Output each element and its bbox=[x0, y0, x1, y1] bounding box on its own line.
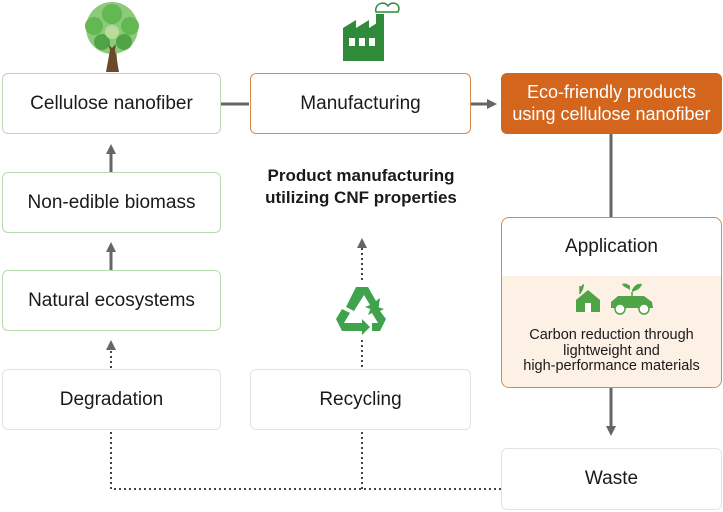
eco-products-label-line2: using cellulose nanofiber bbox=[512, 103, 711, 124]
non-edible-biomass-node: Non-edible biomass bbox=[2, 172, 221, 233]
tree-icon bbox=[85, 2, 139, 72]
eco-car-icon bbox=[611, 283, 653, 315]
loop-waste-degradation bbox=[110, 431, 501, 490]
eco-products-label-line1: Eco-friendly products bbox=[526, 81, 697, 102]
product-caption-line1: Product manufacturing bbox=[267, 166, 455, 185]
application-caption-line1: Carbon reduction through bbox=[529, 327, 694, 343]
eco-house-icon bbox=[576, 284, 600, 312]
degradation-node: Degradation bbox=[2, 369, 221, 430]
manufacturing-label: Manufacturing bbox=[300, 92, 421, 114]
application-caption-line3: high-performance materials bbox=[523, 358, 700, 375]
degradation-label: Degradation bbox=[59, 388, 164, 410]
natural-ecosystems-node: Natural ecosystems bbox=[2, 270, 221, 331]
non-edible-biomass-label: Non-edible biomass bbox=[27, 191, 196, 213]
factory-icon bbox=[343, 2, 400, 61]
cellulose-nanofiber-node: Cellulose nanofiber bbox=[2, 73, 221, 134]
application-node: Application Carbon reduction through lig… bbox=[501, 217, 722, 388]
waste-label: Waste bbox=[584, 468, 639, 490]
recycling-node: Recycling bbox=[250, 369, 471, 430]
eco-products-node: Eco-friendly products using cellulose na… bbox=[501, 73, 722, 134]
product-caption-line2: utilizing CNF properties bbox=[265, 188, 457, 208]
recycle-icon bbox=[336, 287, 386, 335]
application-body: Carbon reduction through lightweight and… bbox=[502, 276, 721, 387]
waste-node: Waste bbox=[501, 448, 722, 510]
manufacturing-node: Manufacturing bbox=[250, 73, 471, 134]
application-title: Application bbox=[565, 236, 658, 257]
cellulose-nanofiber-label: Cellulose nanofiber bbox=[30, 92, 193, 114]
application-caption-line2: lightweight and bbox=[563, 342, 660, 359]
recycling-label: Recycling bbox=[319, 388, 402, 410]
application-description: Carbon reduction through lightweight and… bbox=[502, 327, 721, 375]
natural-ecosystems-label: Natural ecosystems bbox=[28, 289, 195, 311]
product-manufacturing-caption: Product manufacturing utilizing CNF prop… bbox=[236, 165, 486, 209]
